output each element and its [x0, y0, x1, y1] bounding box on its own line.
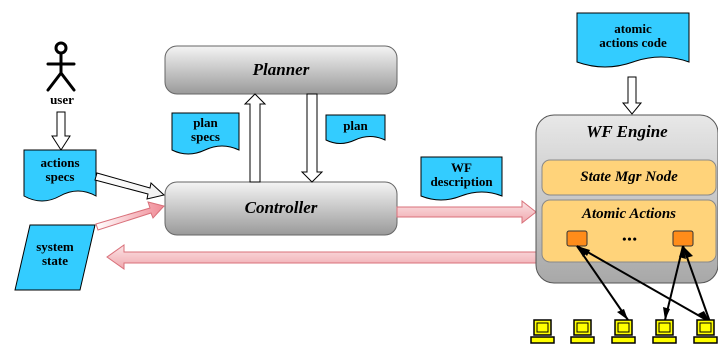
plan-specs-document: [171, 112, 240, 155]
arrow-controller-to-wf-engine: [396, 199, 537, 225]
computer-terminal-icon: [693, 319, 718, 344]
arrow-wf-engine-to-system-state: [106, 244, 537, 270]
arrow-system-state-to-controller: [95, 201, 165, 231]
arrow-actions-specs-to-controller: [94, 172, 166, 200]
atomic-action-port-left: [566, 230, 588, 247]
atomic-action-port-right: [672, 230, 694, 247]
terminal-connection-lines: [576, 245, 711, 323]
atomic-actions-code-document: [576, 12, 690, 68]
computer-terminal-icon: [570, 319, 595, 344]
arrow-controller-to-planner: [243, 93, 267, 183]
computer-terminal-icon: [652, 319, 677, 344]
planner-box: [164, 45, 398, 95]
atomic-actions-box: [541, 199, 717, 263]
system-state-parallelogram: [14, 224, 96, 291]
actions-specs-document: [23, 149, 97, 202]
state-mgr-node-box: [541, 159, 717, 196]
computer-terminal-icon: [530, 319, 555, 344]
arrow-atomic-code-to-wf-engine: [621, 76, 643, 115]
arrow-planner-to-controller: [300, 93, 324, 183]
wf-description-document: [420, 156, 503, 201]
user-stick-figure-icon: [46, 41, 76, 92]
computer-terminals: [530, 319, 718, 344]
plan-document: [325, 114, 386, 144]
computer-terminal-icon: [611, 319, 636, 344]
arrow-user-to-actions-specs: [51, 111, 71, 151]
controller-box: [164, 181, 398, 236]
